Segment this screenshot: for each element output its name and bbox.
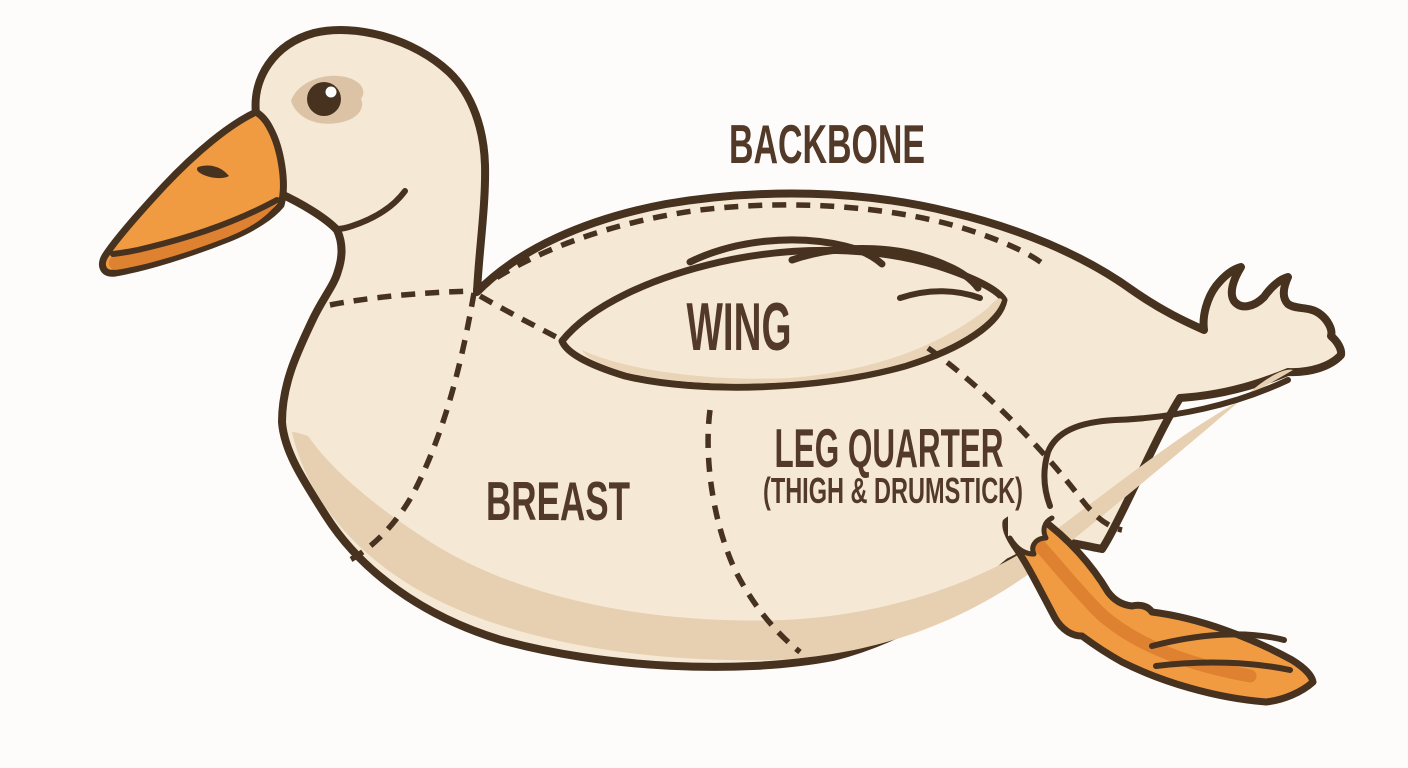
tail-accent-line	[1041, 377, 1291, 509]
wing-feather-line-3	[897, 288, 983, 301]
beak-mouth-line	[110, 197, 280, 257]
foot-web-line-2	[1153, 659, 1293, 673]
belly-shading	[292, 369, 1293, 661]
cut-line-neck	[329, 288, 477, 308]
beak-shape	[98, 108, 287, 277]
label-backbone: BACKBONE	[729, 113, 925, 175]
label-wing: WING	[687, 289, 792, 365]
duck-wing	[558, 236, 1008, 391]
labels: BACKBONE WING BREAST LEG QUARTER (THIGH …	[486, 113, 1023, 532]
leg-feather-edge	[1007, 515, 1055, 557]
cut-line-leg-back	[926, 345, 1123, 533]
beak-nostril	[196, 165, 229, 179]
cut-lines	[329, 202, 1123, 655]
wing-feather-line-2	[788, 245, 982, 292]
wing-feather-line-1	[686, 236, 886, 268]
label-leg-quarter-detail: (THIGH & DRUMSTICK)	[763, 470, 1023, 511]
cheek-accent-line	[334, 188, 408, 232]
foot-shape	[1002, 511, 1317, 706]
cut-line-wing-front	[478, 293, 560, 341]
label-leg-quarter: LEG QUARTER	[775, 417, 1004, 479]
wing-highlight	[582, 298, 1002, 384]
wing-shape	[558, 246, 1008, 391]
leg-feather-patch	[1008, 505, 1052, 554]
label-breast: BREAST	[486, 470, 630, 532]
cut-line-breast-front	[348, 292, 477, 563]
duck-foot	[1002, 505, 1317, 706]
beak-lower-shade	[108, 202, 277, 270]
duck-beak	[98, 108, 287, 277]
foot-web-line-1	[1149, 631, 1287, 649]
eye-highlight	[325, 86, 337, 98]
cut-line-backbone	[475, 202, 1050, 294]
duck-eye	[291, 75, 364, 124]
eye-iris	[307, 82, 341, 116]
